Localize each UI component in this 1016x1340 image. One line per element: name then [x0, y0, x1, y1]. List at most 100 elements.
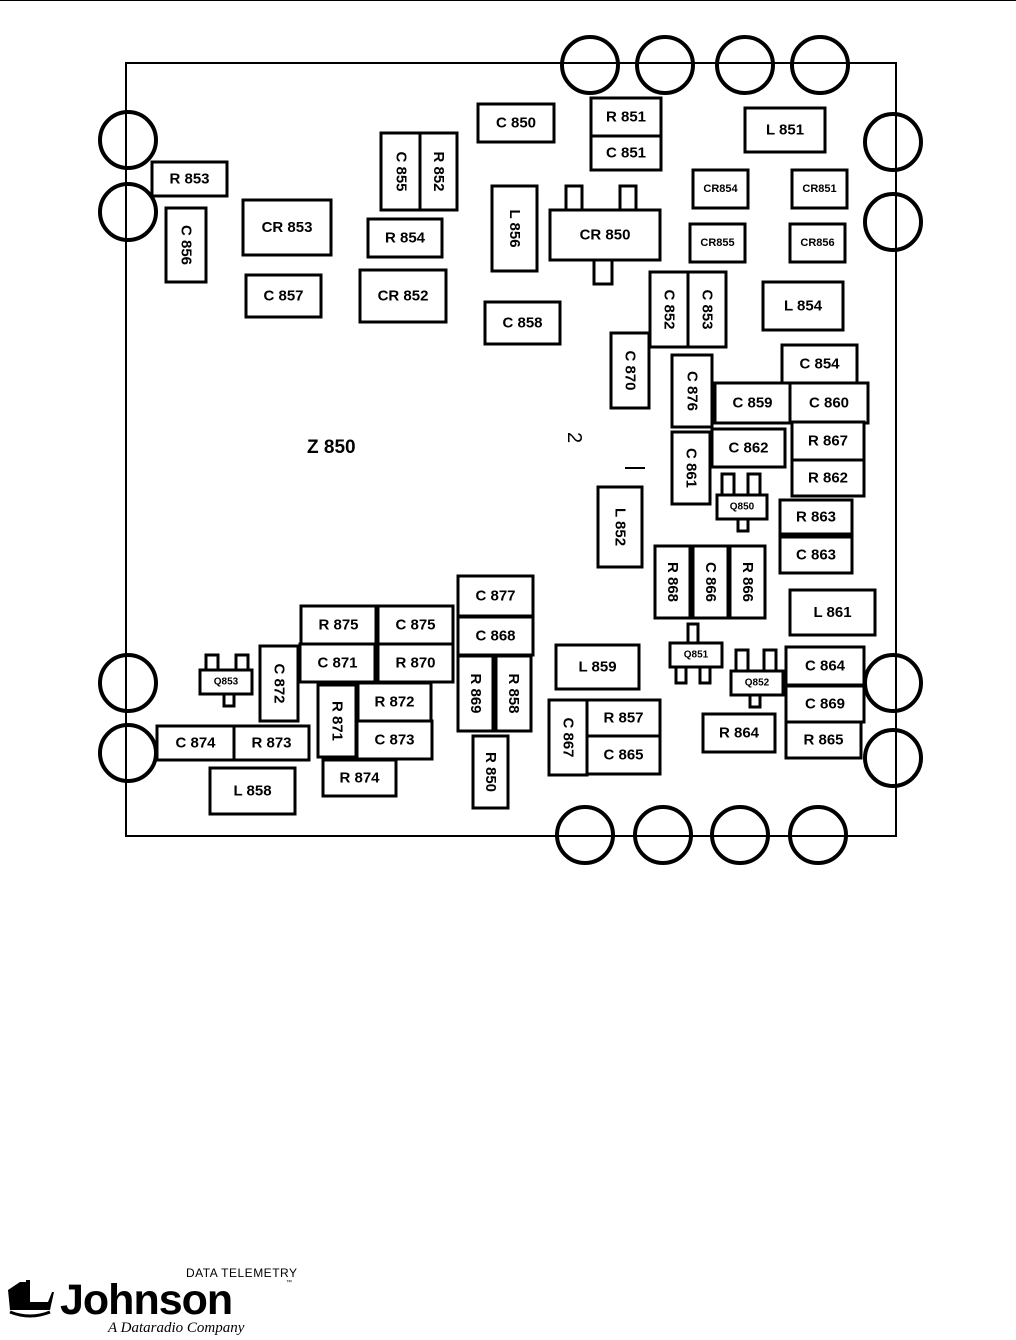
component-r858: R 858 — [494, 654, 533, 733]
mounting-pad — [98, 653, 158, 713]
diode-body — [358, 268, 448, 324]
capacitor-body — [258, 644, 300, 723]
component-r853: R 853 — [150, 160, 229, 198]
transistor-body — [715, 493, 769, 521]
component-label: CR 852 — [378, 288, 429, 305]
resistor-body — [471, 734, 510, 810]
capacitor-body — [244, 273, 323, 319]
mounting-pad — [715, 35, 775, 95]
component-r866: R 866 — [728, 544, 767, 620]
component-c865: C 865 — [585, 734, 662, 776]
resistor-body — [321, 758, 398, 798]
component-label: C 858 — [502, 315, 542, 332]
component-label: C 859 — [732, 395, 772, 412]
capacitor-body — [784, 684, 866, 724]
component-label: C 867 — [560, 717, 577, 757]
component-cr853: CR 853 — [241, 198, 333, 257]
diode-body — [788, 222, 847, 264]
mounting-pad — [635, 35, 695, 95]
component-r863: R 863 — [778, 498, 854, 536]
capacitor-body — [376, 604, 455, 646]
resistor-body — [356, 681, 433, 723]
component-label: Q851 — [684, 650, 709, 661]
transistor-body — [729, 669, 785, 697]
component-label: C 868 — [475, 628, 515, 645]
capacitor-body — [298, 642, 377, 684]
component-cr855: CR855 — [688, 222, 747, 264]
component-label: L 851 — [766, 122, 804, 139]
component-r868: R 868 — [653, 544, 692, 620]
component-label: C 856 — [178, 225, 195, 265]
component-c858: C 858 — [483, 300, 562, 346]
component-c861: C 861 — [670, 430, 712, 506]
component-label: CR 853 — [262, 219, 313, 236]
transistor-body — [668, 641, 724, 669]
component-label: L 859 — [578, 659, 616, 676]
component-r857: R 857 — [585, 698, 662, 738]
component-label: R 874 — [339, 770, 380, 787]
mounting-pad — [560, 35, 620, 95]
capacitor-body — [585, 734, 662, 776]
component-c862: C 862 — [710, 427, 787, 469]
component-r871: R 871 — [316, 683, 358, 759]
component-label: C 851 — [606, 145, 646, 162]
component-label: C 872 — [271, 663, 288, 703]
component-label: C 863 — [796, 547, 836, 564]
component-label: C 852 — [661, 289, 678, 329]
component-cr856: CR856 — [788, 222, 847, 264]
component-c875: C 875 — [376, 604, 455, 646]
resistor-body — [366, 217, 444, 259]
component-r865: R 865 — [784, 720, 863, 760]
component-c871: C 871 — [298, 642, 377, 684]
capacitor-body — [670, 430, 712, 506]
mounting-pad — [98, 723, 158, 783]
component-c860: C 860 — [788, 381, 870, 425]
device-leg — [618, 184, 638, 214]
component-c876: C 876 — [670, 353, 714, 429]
component-c851: C 851 — [589, 134, 663, 172]
component-label: CR851 — [802, 183, 836, 195]
component-label: C 862 — [728, 440, 768, 457]
component-label: R 862 — [808, 470, 848, 487]
capacitor-body — [778, 535, 854, 575]
component-label: L 854 — [784, 298, 823, 315]
capacitor-body — [788, 381, 870, 425]
resistor-body — [418, 131, 459, 212]
component-label: R 858 — [505, 673, 522, 713]
component-label: R 866 — [739, 562, 756, 602]
component-c854: C 854 — [780, 343, 859, 385]
component-r864: R 864 — [701, 712, 777, 754]
component-label: CR855 — [700, 237, 734, 249]
component-label: R 865 — [803, 732, 843, 749]
resistor-body — [150, 160, 229, 198]
component-c857: C 857 — [244, 273, 323, 319]
device-leg — [592, 256, 614, 286]
resistor-body — [232, 724, 311, 762]
inductor-body — [743, 106, 827, 154]
component-label: R 850 — [482, 752, 499, 792]
component-label: R 869 — [467, 673, 484, 713]
component-r867: R 867 — [790, 420, 866, 462]
component-label: C 857 — [263, 288, 303, 305]
inductor-body — [761, 280, 845, 332]
capacitor-body — [784, 645, 866, 687]
component-label: R 871 — [329, 701, 346, 741]
resistor-body — [456, 654, 495, 733]
component-r873: R 873 — [232, 724, 311, 762]
component-c853: C 853 — [686, 270, 728, 349]
component-l861: L 861 — [788, 588, 877, 637]
component-label: R 870 — [395, 655, 435, 672]
component-label: R 867 — [808, 433, 848, 450]
component-label: CR 850 — [580, 227, 631, 244]
component-l852: L 852 — [596, 485, 644, 569]
component-label: C 876 — [684, 371, 701, 411]
resistor-body — [494, 654, 533, 733]
device-leg — [564, 184, 584, 214]
board-outline — [125, 62, 897, 837]
component-label: R 864 — [719, 725, 760, 742]
diode-body — [688, 222, 747, 264]
component-label: C 875 — [395, 617, 435, 634]
capacitor-body — [379, 131, 423, 212]
component-r850: R 850 — [471, 734, 510, 810]
component-label: R 873 — [251, 735, 291, 752]
